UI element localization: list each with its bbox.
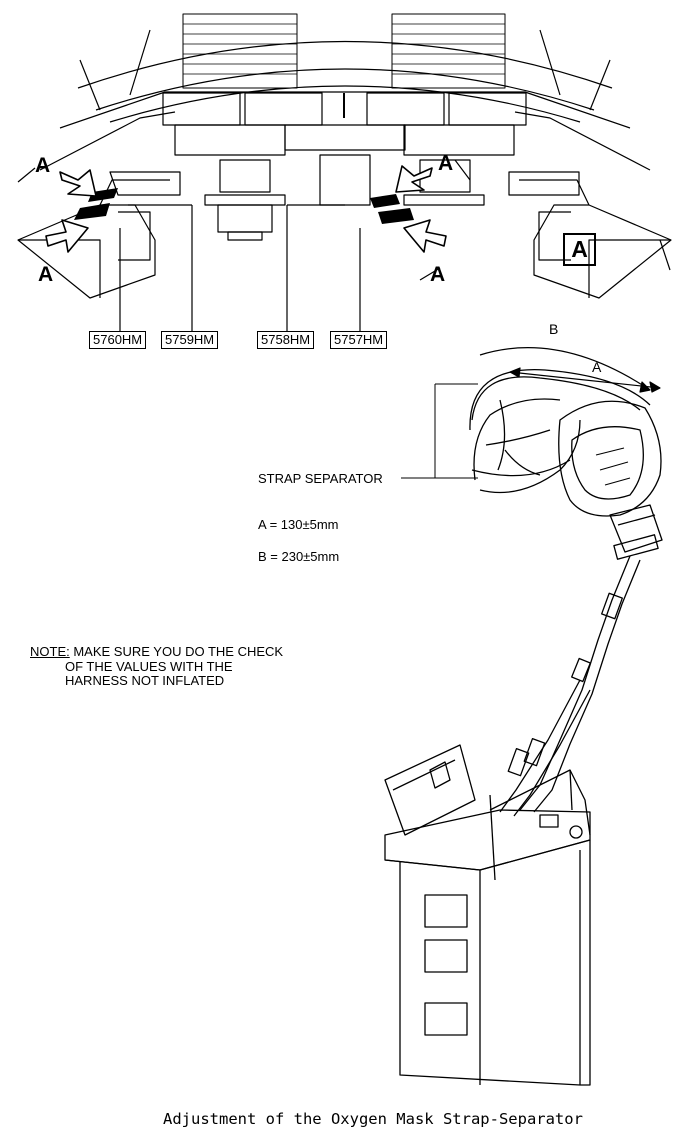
view-arrow-label: A: [438, 152, 454, 175]
strap-separator-label: STRAP SEPARATOR: [258, 471, 383, 486]
note-line-1: MAKE SURE YOU DO THE CHECK: [69, 644, 284, 659]
cockpit-drawing: [17, 13, 672, 332]
dimension-label-b: B: [549, 321, 559, 337]
note-line-2: OF THE VALUES WITH THE: [65, 658, 233, 674]
figure-caption: Adjustment of the Oxygen Mask Strap-Sepa…: [163, 1110, 583, 1128]
stowage-box-drawing: [384, 744, 591, 1086]
zone-label-5757HM: 5757HM: [330, 331, 388, 349]
view-arrow-label: A: [35, 154, 51, 177]
note-line-3: HARNESS NOT INFLATED: [65, 673, 225, 688]
view-identifier-box: A: [563, 233, 596, 266]
note-block: NOTE: MAKE SURE YOU DO THE CHECK OF THE …: [30, 644, 284, 689]
note-prefix: NOTE:: [30, 644, 70, 659]
zone-label-5760HM: 5760HM: [89, 331, 147, 349]
leader-lines: [401, 383, 478, 479]
zone-label-5759HM: 5759HM: [161, 331, 219, 349]
dimension-arrows: [479, 347, 661, 393]
view-arrow-label: A: [430, 263, 446, 286]
measurement-b: B = 230±5mm: [258, 549, 340, 564]
oxygen-mask-drawing: [469, 369, 663, 817]
dimension-label-a: A: [592, 359, 602, 375]
measurement-a: A = 130±5mm: [258, 517, 339, 532]
view-arrow-label: A: [38, 263, 54, 286]
zone-label-5758HM: 5758HM: [257, 331, 315, 349]
